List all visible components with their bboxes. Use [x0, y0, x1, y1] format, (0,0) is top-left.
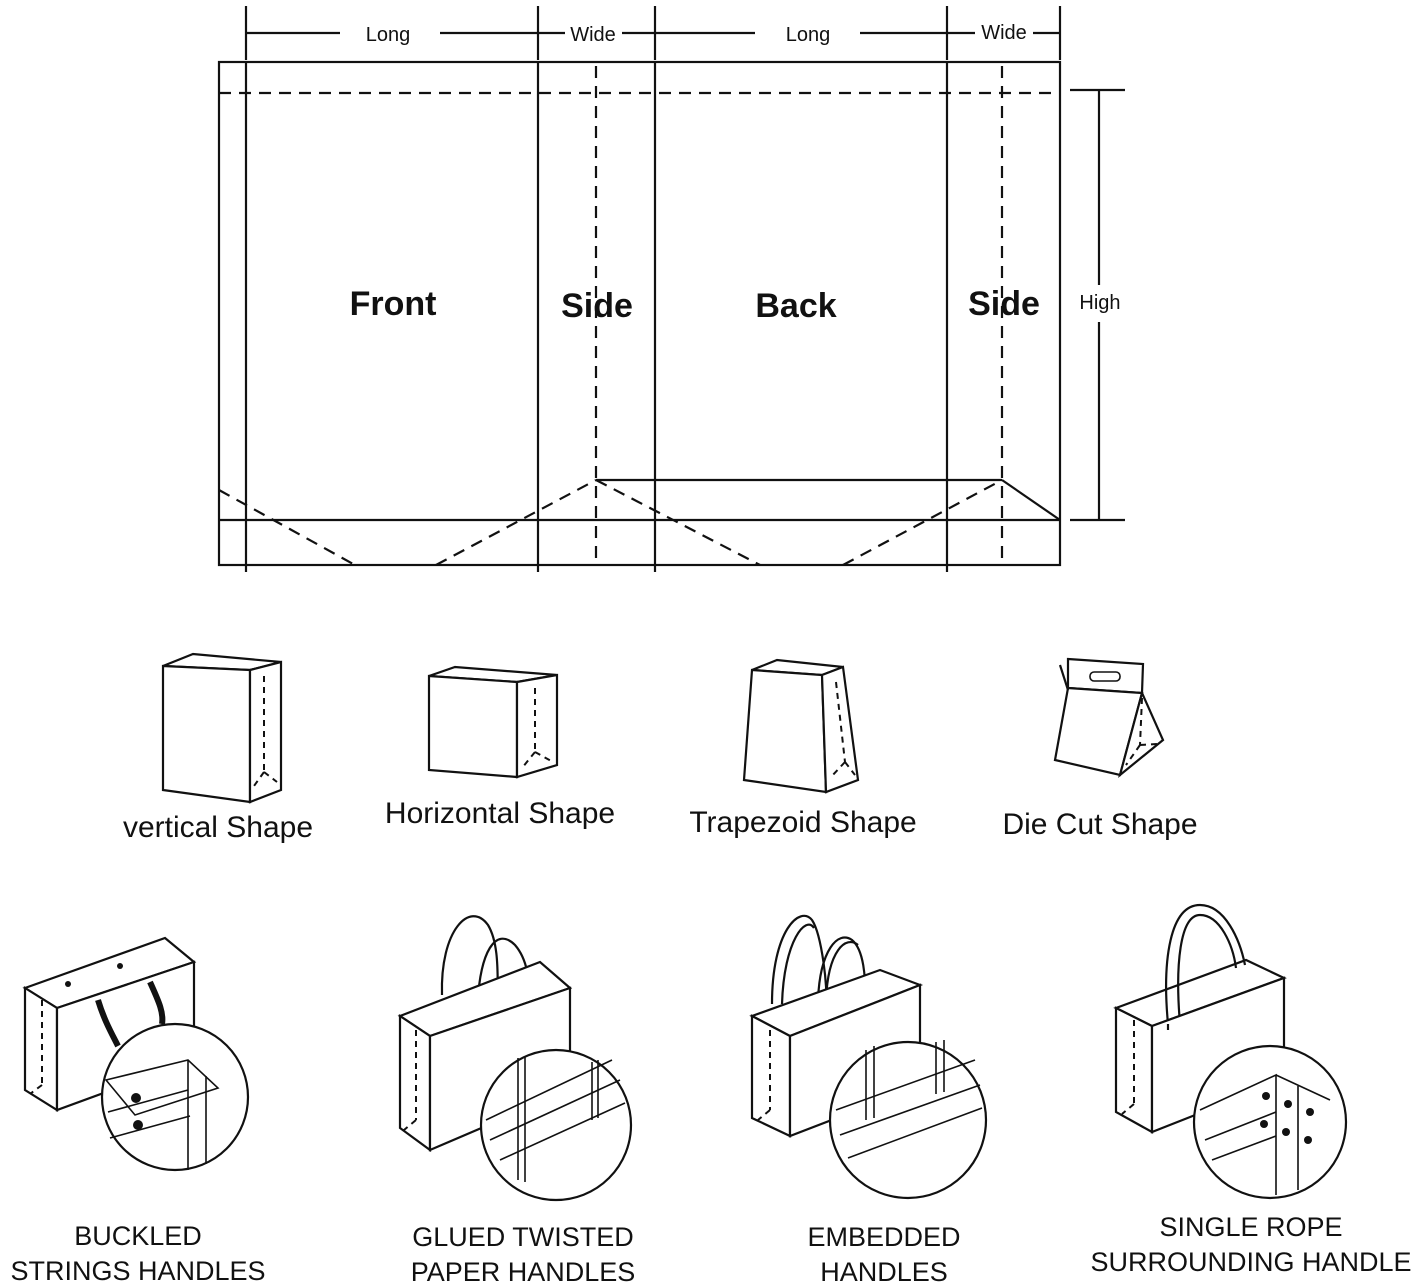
handle-label-line1: EMBEDDED [807, 1222, 960, 1252]
top-dimension-line [244, 6, 1062, 60]
bottom-gusset-folds [218, 479, 1061, 566]
shape-label: Trapezoid Shape [689, 806, 916, 839]
dimension-high-label: High [1079, 292, 1120, 314]
shape-label: Horizontal Shape [385, 797, 615, 830]
horizontal-bag-icon [427, 665, 559, 779]
bag-template: Long Wide Long Wide [217, 6, 1125, 572]
handle-label-line2: PAPER HANDLES [411, 1257, 636, 1283]
shape-label: Die Cut Shape [1002, 808, 1197, 841]
shape-label: vertical Shape [123, 811, 313, 844]
vertical-bag-icon [161, 652, 283, 804]
handle-label-line2: STRINGS HANDLES [10, 1256, 265, 1283]
panel-back-label: Back [755, 287, 836, 325]
handle-label-line1: GLUED TWISTED [412, 1222, 634, 1252]
buckled-strings-bag-icon [22, 936, 250, 1172]
high-dimension-line [1070, 88, 1125, 522]
single-rope-bag-icon [1113, 903, 1348, 1200]
trapezoid-bag-icon [742, 658, 860, 794]
dimension-wide-label: Wide [981, 22, 1027, 44]
handle-label-line1: BUCKLED [74, 1221, 202, 1251]
glued-twisted-bag-icon [397, 915, 633, 1202]
template-outline [217, 60, 1062, 567]
dimension-wide-label: Wide [570, 24, 616, 46]
handle-label-line2: SURROUNDING HANDLE [1090, 1247, 1411, 1277]
dimension-long-label: Long [786, 24, 831, 46]
embedded-handles-bag-icon [749, 914, 988, 1200]
panel-side-label: Side [561, 287, 633, 325]
handle-label-line2: HANDLES [820, 1257, 948, 1283]
handle-label-line1: SINGLE ROPE [1159, 1212, 1342, 1242]
panel-side-label: Side [968, 285, 1040, 323]
dimension-long-label: Long [366, 24, 411, 46]
panel-front-label: Front [350, 285, 437, 323]
die-cut-bag-icon [1053, 657, 1165, 779]
